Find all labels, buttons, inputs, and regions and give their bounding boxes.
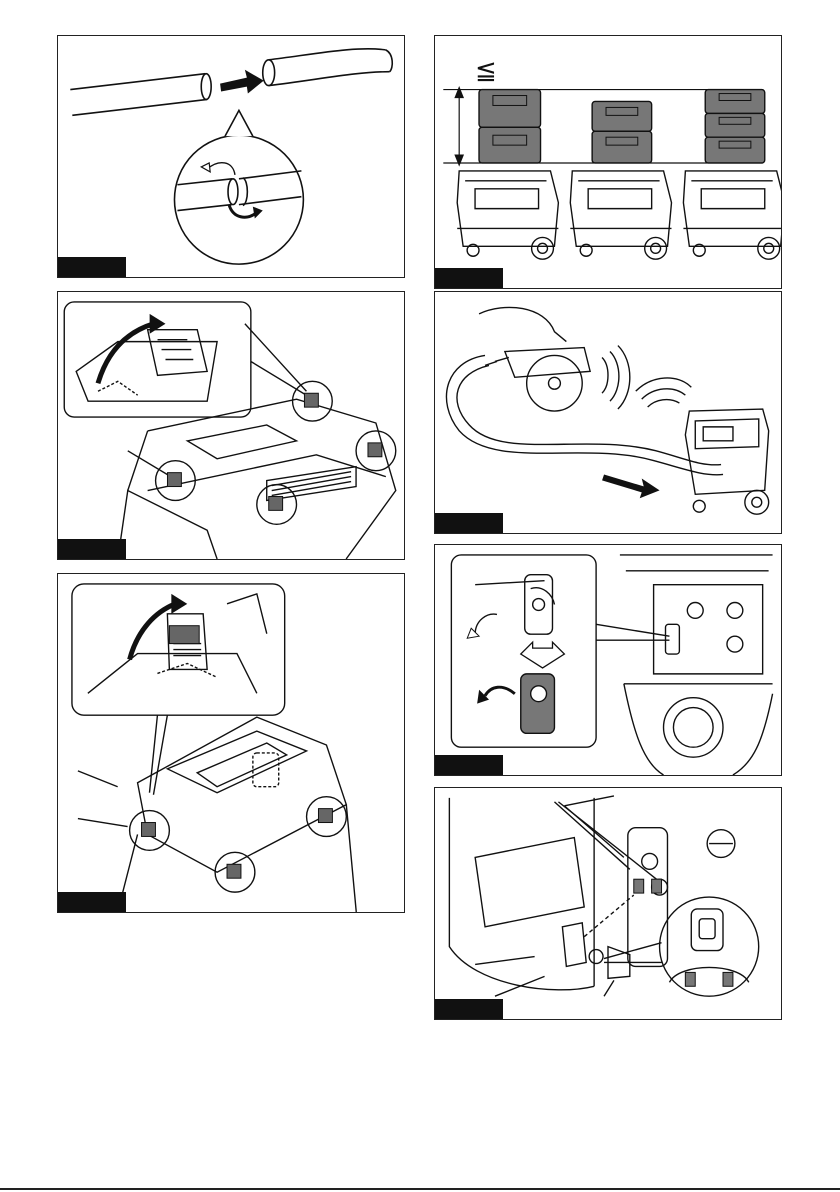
less-equal-symbol: ≦ — [475, 58, 497, 84]
figure-tag — [58, 257, 126, 277]
figure-tag — [435, 999, 503, 1019]
figure-cover-screw — [434, 544, 782, 776]
saw-vacuum-illustration — [435, 292, 781, 533]
figure-tag — [435, 268, 503, 288]
figure-bluetooth-adapter — [434, 787, 782, 1020]
figure-lid-latch-single — [57, 291, 405, 560]
figure-tag — [435, 755, 503, 775]
bluetooth-adapter-illustration — [435, 788, 781, 1019]
page-bottom-rule — [0, 1188, 840, 1190]
lid-latch-full-illustration — [58, 574, 404, 912]
lid-latch-single-illustration — [58, 292, 404, 559]
hose-connect-illustration — [58, 36, 404, 277]
figure-tag — [58, 539, 126, 559]
figure-lid-latch-full — [57, 573, 405, 913]
cover-screw-illustration — [435, 545, 781, 775]
figure-tag — [435, 513, 503, 533]
figure-saw-vacuum — [434, 291, 782, 534]
figure-stack-height: ≦ — [434, 35, 782, 289]
figure-tag — [58, 892, 126, 912]
figure-hose-connect — [57, 35, 405, 278]
